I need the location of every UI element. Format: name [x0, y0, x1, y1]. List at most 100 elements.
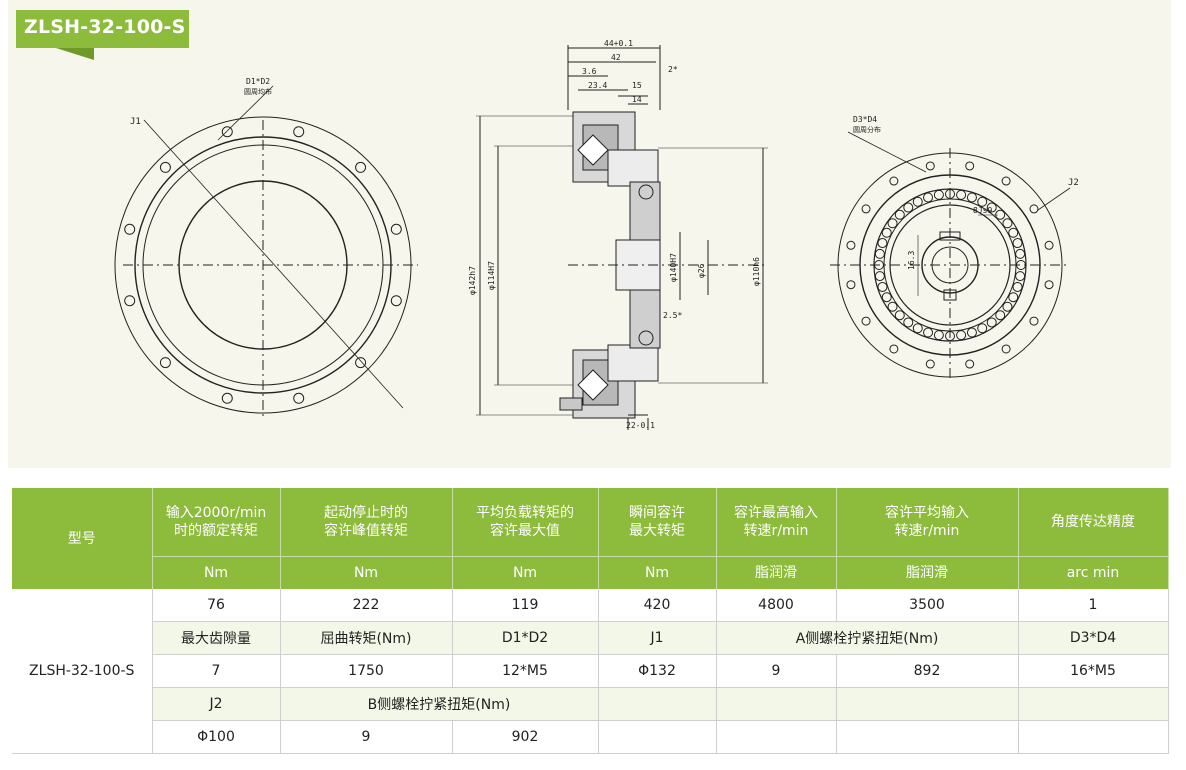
- roller: [956, 330, 967, 341]
- table-cell: J1: [598, 621, 717, 655]
- table-cell: 892: [836, 654, 1019, 688]
- roller: [1016, 260, 1026, 270]
- roller: [945, 331, 955, 341]
- roller: [995, 310, 1006, 321]
- dim-phi26: φ26: [697, 263, 706, 278]
- bolt-hole: [1029, 204, 1039, 214]
- table-cell: 119: [452, 589, 599, 622]
- dim-phi142: φ142h7: [468, 266, 477, 295]
- roller: [966, 192, 977, 203]
- unit-cell: 脂润滑: [836, 556, 1019, 589]
- table-cell: [1018, 720, 1169, 754]
- roller: [903, 202, 914, 213]
- bolt-hole: [124, 295, 136, 307]
- bolt-hole: [221, 392, 233, 404]
- table-cell: Φ132: [598, 654, 717, 688]
- bolt-hole: [293, 392, 305, 404]
- d1d2-note: 圆周均布: [244, 87, 272, 96]
- header-col: 容许最高输入转速r/min: [716, 488, 837, 557]
- unit-cell: Nm: [280, 556, 453, 589]
- bolt-hole: [159, 161, 171, 173]
- table-cell: [836, 687, 1019, 721]
- dim-22: 22-0.1: [626, 421, 655, 430]
- bolt-hole: [861, 316, 871, 326]
- roller: [1008, 227, 1019, 238]
- roller: [881, 227, 892, 238]
- table-cell: [716, 687, 837, 721]
- roller: [1002, 218, 1013, 229]
- table-cell: 1: [1018, 589, 1169, 622]
- dim-42: 42: [611, 53, 621, 62]
- bolt-hole: [1044, 240, 1054, 250]
- table-cell: J2: [152, 687, 281, 721]
- bolt-hole: [1029, 316, 1039, 326]
- table-cell: D3*D4: [1018, 621, 1169, 655]
- roller: [933, 189, 944, 200]
- roller: [903, 317, 914, 328]
- roller: [966, 327, 977, 338]
- table-cell: 屈曲转矩(Nm): [280, 621, 453, 655]
- tag-notch: [56, 48, 94, 60]
- d3d4-note: 圆周分布: [853, 125, 881, 134]
- bolt-hole: [861, 204, 871, 214]
- header-col: 角度传达精度: [1018, 488, 1169, 557]
- dim-44: 44+0.1: [604, 39, 633, 48]
- d3d4-label: D3*D4: [853, 115, 877, 124]
- bolt-hole: [889, 176, 899, 186]
- roller: [1015, 248, 1026, 259]
- bolt-hole: [965, 359, 975, 369]
- roller: [881, 292, 892, 303]
- roller: [933, 330, 944, 341]
- dim-2: 2*: [668, 65, 678, 74]
- table-cell: 222: [280, 589, 453, 622]
- right-view: D3*D4 圆周分布 J2 8Js9 16.3: [830, 115, 1079, 382]
- d1d2-label: D1*D2: [246, 77, 270, 86]
- table-cell: 9: [280, 720, 453, 754]
- bolt-hole: [221, 126, 233, 138]
- header-col: 起动停止时的容许峰值转矩: [280, 488, 453, 557]
- table-cell: 4800: [716, 589, 837, 622]
- table-cell: A侧螺栓拧紧扭矩(Nm): [716, 621, 1019, 655]
- model-cell: ZLSH-32-100-S: [12, 589, 153, 754]
- bolt-hole: [124, 223, 136, 235]
- roller: [1012, 238, 1023, 249]
- dim-15: 15: [632, 81, 642, 90]
- table-cell: 12*M5: [452, 654, 599, 688]
- key-label: 8Js9: [973, 206, 992, 215]
- roller: [923, 192, 934, 203]
- roller: [986, 202, 997, 213]
- roller: [874, 260, 884, 270]
- unit-cell: 脂润滑: [716, 556, 837, 589]
- roller: [894, 310, 905, 321]
- table-row: ZLSH-32-100-S 76 222 119 420 4800 3500 1: [12, 589, 1169, 754]
- header-col: 瞬间容许最大转矩: [598, 488, 717, 557]
- drawing-svg: J1 D1*D2 圆周均布 44+0.1 42 3.6 23.4 15 14 2…: [114, 39, 1079, 430]
- roller: [874, 271, 885, 282]
- header-model: 型号: [12, 488, 153, 589]
- bolt-hole: [925, 359, 935, 369]
- technical-drawing: J1 D1*D2 圆周均布 44+0.1 42 3.6 23.4 15 14 2…: [8, 0, 1171, 468]
- table-cell: 3500: [836, 589, 1019, 622]
- table-cell: [598, 720, 717, 754]
- dim-3-6: 3.6: [582, 67, 597, 76]
- bolt-hole: [846, 280, 856, 290]
- unit-cell: Nm: [598, 556, 717, 589]
- unit-cell: arc min: [1018, 556, 1169, 589]
- table-cell: 16*M5: [1018, 654, 1169, 688]
- bolt-hole: [1001, 176, 1011, 186]
- bolt-hole: [1001, 344, 1011, 354]
- bolt-hole: [293, 126, 305, 138]
- bolt-hole: [355, 161, 367, 173]
- left-view: J1 D1*D2 圆周均布: [114, 77, 418, 420]
- roller: [912, 196, 923, 207]
- table-row: Φ100 9 902: [12, 720, 1169, 754]
- table-cell: [1018, 687, 1169, 721]
- roller: [894, 209, 905, 220]
- bolt-hole: [390, 295, 402, 307]
- table-cell: D1*D2: [452, 621, 599, 655]
- roller: [887, 301, 898, 312]
- roller: [956, 189, 967, 200]
